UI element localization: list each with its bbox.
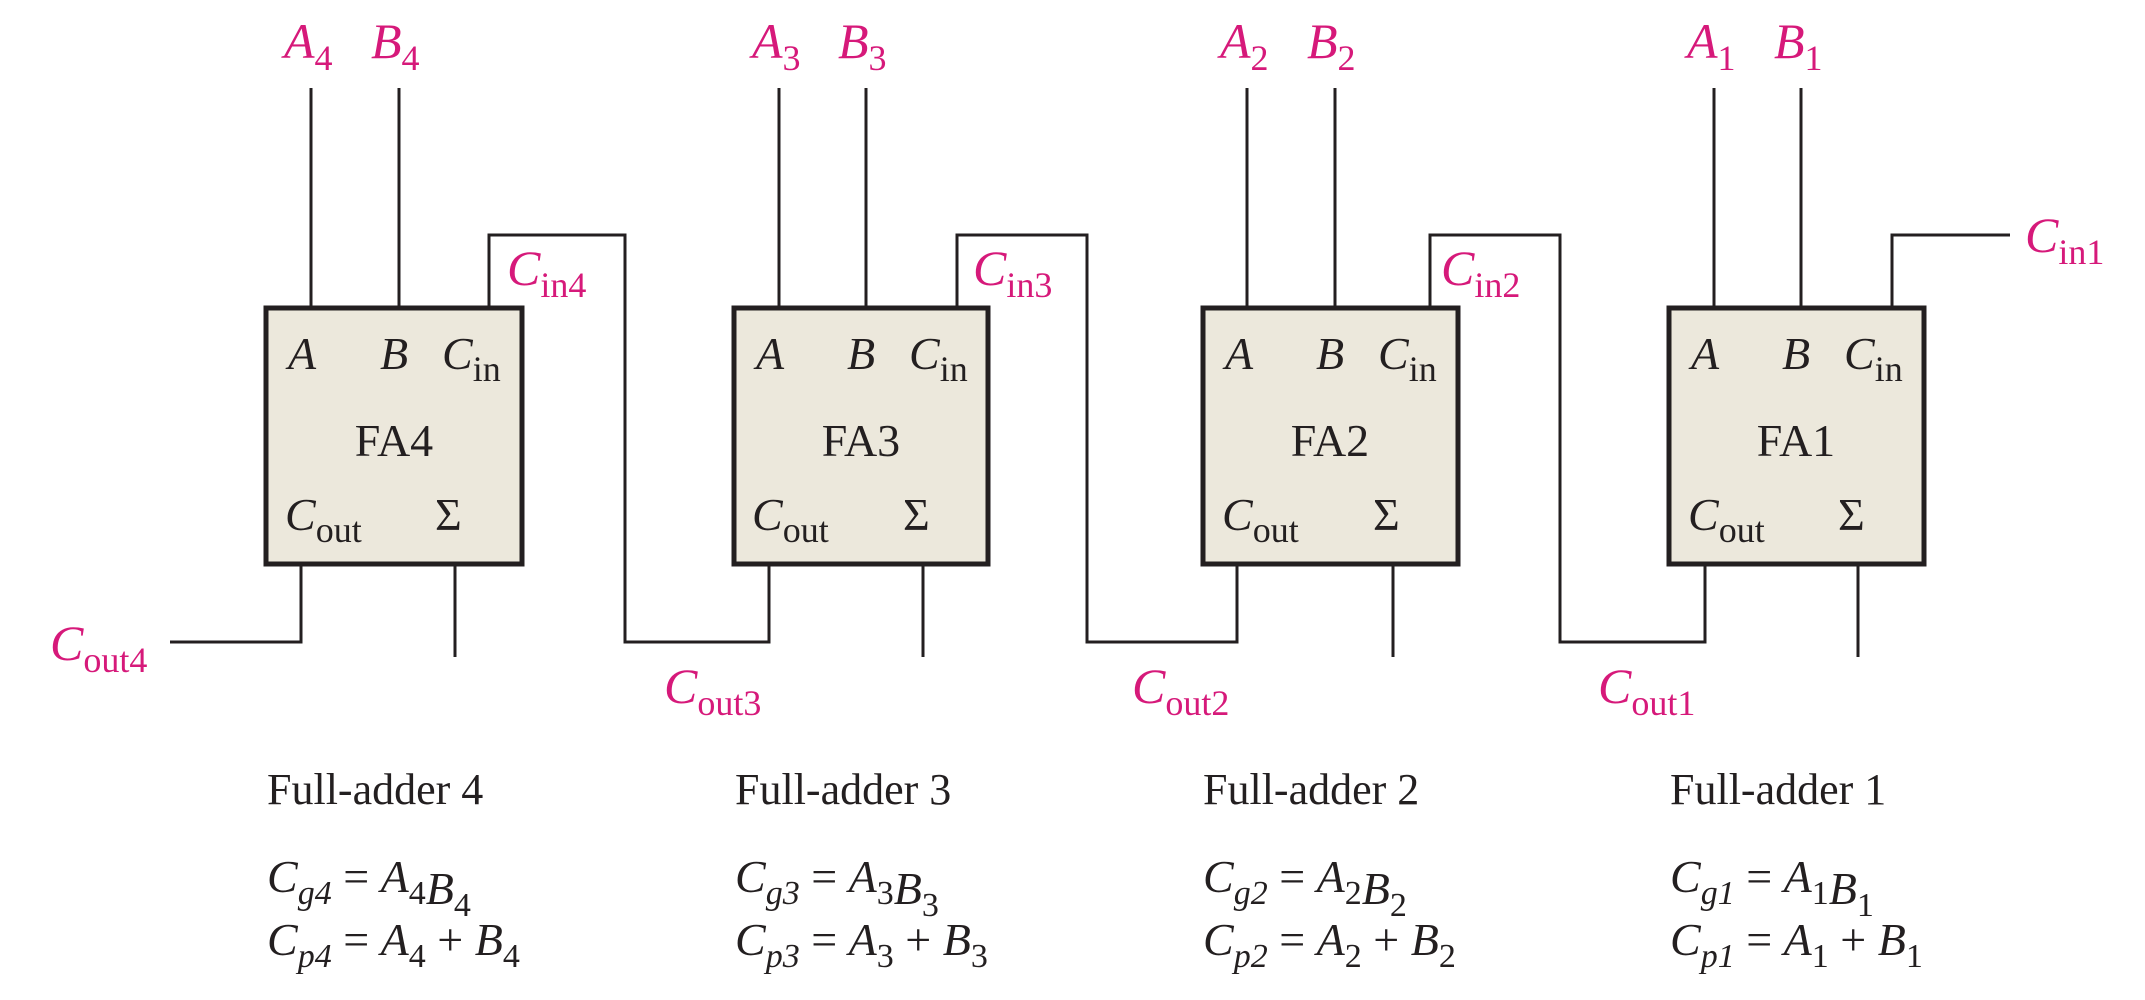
fa3-block (731, 305, 991, 567)
fa4-generate-equation: Cg4 = A4B4 (267, 851, 471, 924)
pin-a-label: A (1222, 328, 1254, 379)
adder-captions: Full-adder 4 Full-adder 3 Full-adder 2 F… (267, 765, 1886, 814)
fa4-carry-out-label: Cout4 (50, 615, 147, 680)
pin-sum-label: Σ (435, 489, 462, 540)
fa2-propagate-equation: Cp2 = A2 + B2 (1203, 914, 1456, 975)
fa3-carry-in-label: Cin3 (973, 240, 1052, 305)
wires (170, 88, 2010, 657)
fa1-cin-wire (1890, 233, 2010, 308)
fa3-input-a-label: A3 (749, 13, 801, 78)
pin-cout-label: Cout (1222, 489, 1299, 550)
fa4-propagate-equation: Cp4 = A4 + B4 (267, 914, 520, 975)
pin-cin-label: Cin (909, 328, 968, 389)
fa1-name: FA1 (1757, 415, 1835, 466)
fa1-propagate-equation: Cp1 = A1 + B1 (1670, 914, 1923, 975)
pin-b-label: B (847, 328, 875, 379)
fa1-block (1666, 305, 1927, 567)
fa2-block (1200, 305, 1461, 567)
fa1-input-b-label: B1 (1774, 13, 1823, 78)
fa2-caption: Full-adder 2 (1203, 765, 1419, 814)
fa2-carry-in-label: Cin2 (1441, 240, 1520, 305)
pin-cin-label: Cin (1844, 328, 1903, 389)
fa3-to-fa4-carry-wire (487, 233, 771, 644)
pin-sum-label: Σ (1838, 489, 1865, 540)
pin-b-label: B (1782, 328, 1810, 379)
fa2-input-a-label: A2 (1217, 13, 1269, 78)
fa1-pin-labels: A B Cin FA1 Cout Σ (1688, 328, 1903, 550)
fa2-pin-labels: A B Cin FA2 Cout Σ (1222, 328, 1437, 550)
fa4-carry-in-label: Cin4 (507, 240, 586, 305)
fa3-pin-labels: A B Cin FA3 Cout Σ (752, 328, 968, 550)
fa4-cout-wire (170, 564, 303, 644)
pin-cin-label: Cin (1378, 328, 1437, 389)
fa3-caption: Full-adder 3 (735, 765, 951, 814)
pin-b-label: B (380, 328, 408, 379)
pin-b-label: B (1316, 328, 1344, 379)
fa3-carry-out-label: Cout3 (664, 658, 761, 723)
fa4-pin-labels: A B Cin FA4 Cout Σ (285, 328, 501, 550)
fa1-generate-equation: Cg1 = A1B1 (1670, 851, 1874, 924)
fa4-input-b-label: B4 (371, 13, 420, 78)
pin-sum-label: Σ (1373, 489, 1400, 540)
fa2-input-b-label: B2 (1307, 13, 1356, 78)
fa4-block (263, 305, 525, 567)
fa4-name: FA4 (355, 415, 433, 466)
carry-in-labels: Cin4 Cin3 Cin2 Cin1 (507, 207, 2104, 305)
adder-blocks (263, 305, 1927, 567)
fa3-input-b-label: B3 (838, 13, 887, 78)
pin-cout-label: Cout (1688, 489, 1765, 550)
fa2-generate-equation: Cg2 = A2B2 (1203, 851, 1407, 924)
fa3-propagate-equation: Cp3 = A3 + B3 (735, 914, 988, 975)
carry-out-labels: Cout4 Cout3 Cout2 Cout1 (50, 615, 1695, 723)
fa3-name: FA3 (822, 415, 900, 466)
fa1-input-a-label: A1 (1684, 13, 1736, 78)
fa1-carry-out-label: Cout1 (1598, 658, 1695, 723)
fa3-generate-equation: Cg3 = A3B3 (735, 851, 939, 924)
pin-cin-label: Cin (442, 328, 501, 389)
fa2-carry-out-label: Cout2 (1132, 658, 1229, 723)
fa4-input-a-label: A4 (281, 13, 333, 78)
fa4-caption: Full-adder 4 (267, 765, 483, 814)
pin-a-label: A (285, 328, 317, 379)
pin-a-label: A (1688, 328, 1720, 379)
fa1-caption: Full-adder 1 (1670, 765, 1886, 814)
fa1-carry-in-label: Cin1 (2025, 207, 2104, 272)
pin-sum-label: Σ (903, 489, 930, 540)
pin-cout-label: Cout (752, 489, 829, 550)
pin-cout-label: Cout (285, 489, 362, 550)
input-signal-labels: A4 B4 A3 B3 A2 B2 A1 B1 (281, 13, 1823, 78)
fa2-to-fa3-carry-wire (955, 233, 1239, 644)
fa1-to-fa2-carry-wire (1428, 233, 1707, 644)
pin-a-label: A (753, 328, 785, 379)
fa2-name: FA2 (1291, 415, 1369, 466)
